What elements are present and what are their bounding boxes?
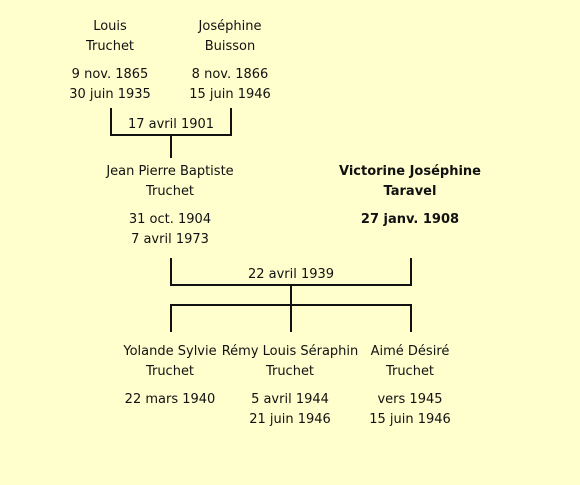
connector-line: [110, 108, 112, 136]
last-name: Truchet: [145, 184, 195, 199]
person-yolande-sylvie-truchet: Yolande Sylvie Truchet 22 mars 1940: [95, 342, 245, 410]
death-date: 7 avril 1973: [131, 232, 209, 247]
connector-line: [410, 258, 412, 286]
death-date: 15 juin 1946: [189, 87, 271, 102]
first-name: Louis: [93, 19, 127, 34]
descent-line: [290, 284, 292, 304]
birth-date: 22 mars 1940: [124, 392, 216, 407]
birth-date: 5 avril 1944: [251, 392, 329, 407]
last-name: Buisson: [204, 39, 256, 54]
person-jean-pierre-baptiste-truchet: Jean Pierre Baptiste Truchet 31 oct. 190…: [95, 162, 245, 250]
birth-date: 8 nov. 1866: [191, 67, 269, 82]
child-connector-line: [410, 304, 412, 332]
marriage-date: 22 avril 1939: [247, 267, 335, 282]
last-name: Truchet: [145, 364, 195, 379]
marriage-date: 17 avril 1901: [127, 117, 215, 132]
death-date: 21 juin 1946: [249, 412, 331, 427]
last-name: Truchet: [85, 39, 135, 54]
connector-line: [170, 258, 172, 286]
birth-date: vers 1945: [377, 392, 443, 407]
descent-line: [170, 134, 172, 158]
first-name: Aimé Désiré: [370, 344, 450, 359]
person-aime-desire-truchet: Aimé Désiré Truchet vers 1945 15 juin 19…: [335, 342, 485, 430]
last-name: Taravel: [383, 184, 437, 199]
death-date: 15 juin 1946: [369, 412, 451, 427]
first-name: Yolande Sylvie: [123, 344, 217, 359]
last-name: Truchet: [265, 364, 315, 379]
person-victorine-josephine-taravel: Victorine Joséphine Taravel 27 janv. 190…: [335, 162, 485, 230]
first-name: Joséphine: [198, 19, 262, 34]
connector-line: [230, 108, 232, 136]
person-josephine-buisson: Joséphine Buisson 8 nov. 1866 15 juin 19…: [155, 17, 305, 105]
birth-date: 9 nov. 1865: [71, 67, 149, 82]
first-name: Rémy Louis Séraphin: [221, 344, 359, 359]
first-name: Jean Pierre Baptiste: [106, 164, 234, 179]
birth-date: 31 oct. 1904: [128, 212, 212, 227]
first-name: Victorine Joséphine: [338, 164, 482, 179]
child-connector-line: [290, 304, 292, 332]
person-louis-truchet: Louis Truchet 9 nov. 1865 30 juin 1935: [35, 17, 185, 105]
death-date: 30 juin 1935: [69, 87, 151, 102]
person-remy-louis-seraphin-truchet: Rémy Louis Séraphin Truchet 5 avril 1944…: [215, 342, 365, 430]
birth-date: 27 janv. 1908: [360, 212, 460, 227]
child-connector-line: [170, 304, 172, 332]
last-name: Truchet: [385, 364, 435, 379]
